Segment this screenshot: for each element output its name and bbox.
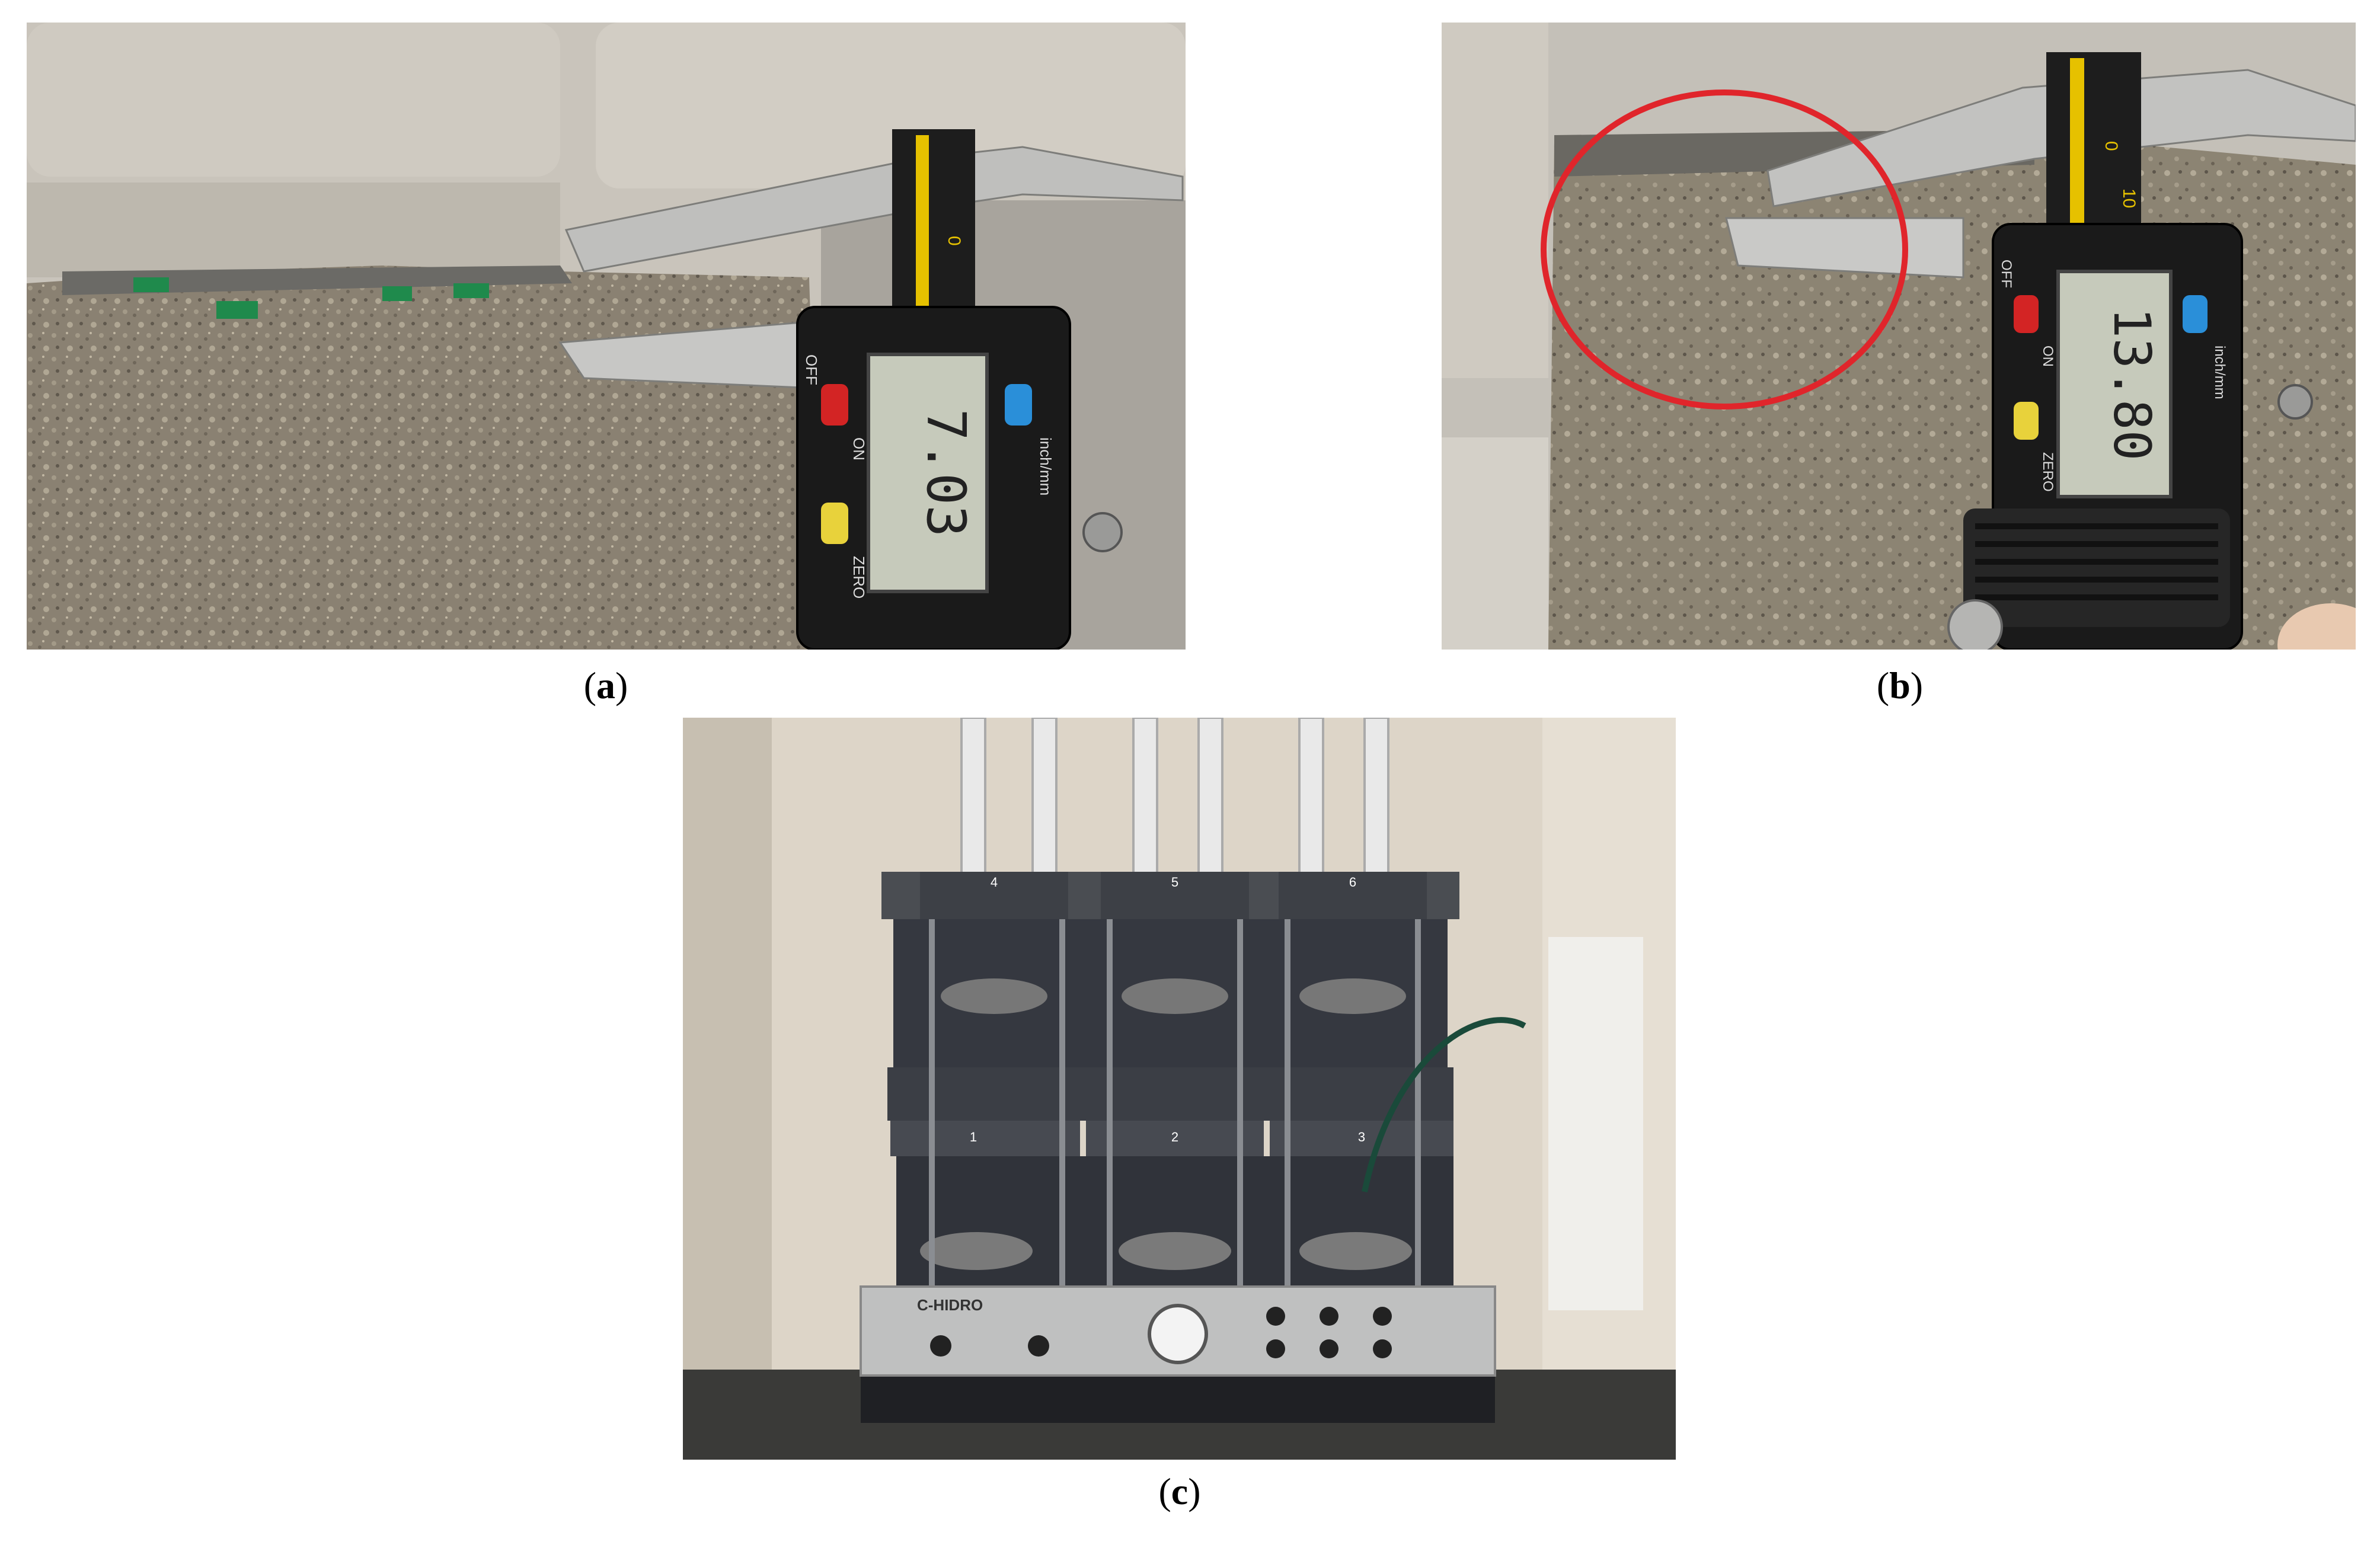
pressure-gauge xyxy=(1148,1304,1208,1364)
caliper-off-label-b: OFF xyxy=(1998,260,2014,288)
photo-panel-a: 0 7.03 OFF ON ZERO inch/mm xyxy=(27,23,1186,650)
caliper-lcd-reading-b: 13.80 xyxy=(2102,308,2161,461)
cell-number-4: 4 xyxy=(991,875,998,890)
photo-panel-b: 0 10 13.80 OFF ON ZERO inch/mm xyxy=(1442,23,2356,650)
caliper-unit-label-b: inch/mm xyxy=(2212,346,2228,399)
panel-caption-a: (a) xyxy=(583,664,628,706)
caliper-zero-label-b: ZERO xyxy=(2040,452,2056,492)
panel-caption-b: (b) xyxy=(1876,664,1924,706)
cell-number-2: 2 xyxy=(1171,1130,1178,1144)
caliper-zero-button-a xyxy=(821,503,848,544)
caliper-unit-button-a xyxy=(1005,384,1032,426)
caliper-zero-button-b xyxy=(2014,402,2039,440)
photo-permeability-apparatus: 4 5 6 1 2 3 xyxy=(683,718,1676,1460)
caliper-on-label-a: ON xyxy=(850,437,868,460)
caliper-lcd-reading-a: 7.03 xyxy=(915,409,977,538)
scale-mark-ten-b: 10 xyxy=(2119,188,2139,208)
caliper-unit-button-b xyxy=(2183,295,2208,333)
caliper-zero-label-a: ZERO xyxy=(850,556,868,599)
cell-number-5: 5 xyxy=(1171,875,1178,890)
photo-panel-c: 4 5 6 1 2 3 xyxy=(683,718,1676,1460)
photo-caliper-measurement-b: 0 10 13.80 OFF ON ZERO inch/mm xyxy=(1442,23,2356,650)
caliper-unit-label-a: inch/mm xyxy=(1037,437,1055,495)
cell-number-1: 1 xyxy=(970,1130,977,1144)
cell-number-3: 3 xyxy=(1358,1130,1365,1144)
machine-brand-label: C-HIDRO xyxy=(917,1296,983,1314)
scale-mark-zero: 0 xyxy=(944,236,964,246)
caliper-on-label-b: ON xyxy=(2040,346,2056,367)
caliper-off-on-button-a xyxy=(821,384,848,426)
caliper-thumb-screw-a xyxy=(1082,512,1123,552)
caliper-off-label-a: OFF xyxy=(803,354,820,385)
photo-caliper-measurement-a: 0 7.03 OFF ON ZERO inch/mm xyxy=(27,23,1186,650)
scale-mark-zero-b: 0 xyxy=(2101,141,2121,151)
highlight-circle xyxy=(1541,89,1908,410)
caliper-off-on-button-b xyxy=(2014,295,2039,333)
panel-caption-c: (c) xyxy=(1158,1470,1201,1512)
cell-number-6: 6 xyxy=(1349,875,1356,890)
